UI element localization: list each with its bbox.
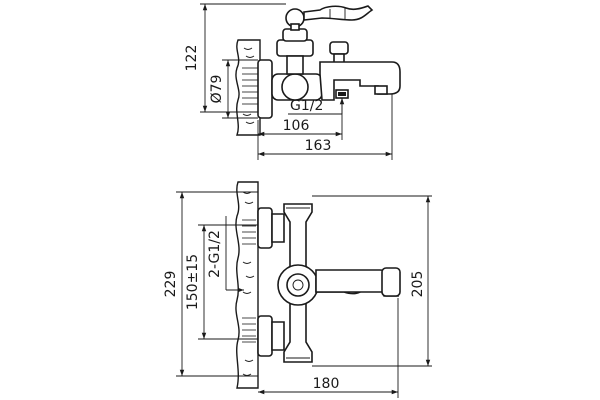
front-spout-tip [381,267,401,297]
dim-180: 180 [258,298,399,398]
dim-diameter-label: Ø79 [209,75,225,104]
dim-connections: 2-G1/2 [207,216,244,293]
side-wall-section [235,39,261,136]
front-flange-top [257,207,273,249]
dim-163: 163 [258,94,393,160]
dim-229: 229 [163,191,258,377]
dim-connections-label: 2-G1/2 [207,230,223,278]
front-flange-bottom [257,315,273,357]
dim-180-label: 180 [313,376,340,392]
dim-150-label: 150±15 [185,254,201,310]
side-view: 122 Ø79 G1/2 106 163 [184,3,401,160]
dim-106: 106 [257,100,343,160]
front-connector-bottom [271,321,285,351]
front-view: 229 150±15 2-G1/2 205 180 [163,181,432,398]
side-spout-aerator [374,85,388,95]
side-shower-thread [338,92,346,96]
side-bath-spout [319,61,401,101]
dim-229-label: 229 [163,271,179,298]
dim-150: 150±15 [185,224,258,340]
dim-122: 122 [184,3,286,113]
side-lever-handle [276,5,374,75]
dim-205-label: 205 [410,271,426,298]
dim-diameter: Ø79 [209,59,258,119]
dim-205: 205 [312,195,432,367]
front-wall-section [235,181,259,389]
side-diverter-knob [329,41,349,65]
dim-thread-label: G1/2 [290,98,323,114]
side-body-nut [281,73,309,101]
front-connector-top [271,213,285,243]
dim-106-label: 106 [283,118,310,134]
dim-122-label: 122 [184,45,200,72]
side-wall-flange [257,59,273,119]
dim-163-label: 163 [305,138,332,154]
